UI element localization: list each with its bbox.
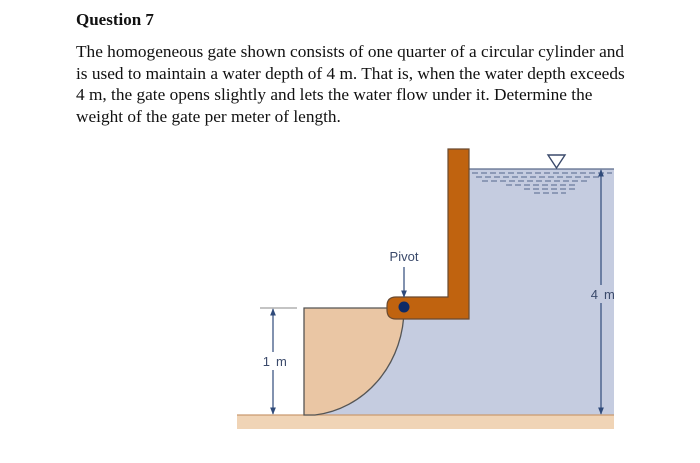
pivot-label: Pivot: [390, 249, 419, 264]
ground: [237, 415, 614, 429]
gate-height-unit: m: [276, 354, 287, 369]
question-text-line: is used to maintain a water depth of 4 m…: [76, 63, 625, 83]
water-depth-value: 4: [591, 287, 598, 302]
pivot-icon: [398, 301, 410, 313]
water-depth-unit: m: [604, 287, 615, 302]
question-text-line: The homogeneous gate shown consists of o…: [76, 42, 625, 61]
question-text: The homogeneous gate shown consists of o…: [76, 41, 646, 127]
surface-hatch: [472, 172, 612, 194]
l-shaped-wall: [386, 148, 470, 320]
free-surface-symbol-icon: [546, 154, 567, 170]
question-title: Question 7: [76, 10, 154, 29]
question-text-line: 4 m, the gate opens slightly and lets th…: [76, 85, 593, 105]
quarter-cylinder-gate: [303, 307, 405, 416]
water-region-lower: [404, 319, 614, 415]
water-region-arc-fill: [315, 308, 405, 415]
gate-height-value: 1: [263, 354, 270, 369]
question-text-line: weight of the gate per meter of length.: [76, 106, 341, 126]
